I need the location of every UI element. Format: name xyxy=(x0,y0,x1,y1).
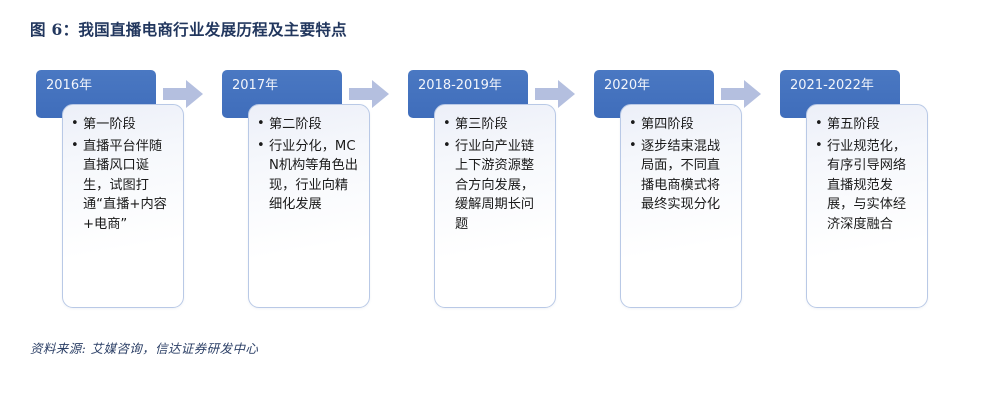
stage-3-bullet-1: 第三阶段 xyxy=(441,114,547,135)
stage-4-bullet-1: 第四阶段 xyxy=(627,114,733,135)
stage-4-bullet-list: 第四阶段 逐步结束混战局面，不同直播电商模式将最终实现分化 xyxy=(627,114,733,215)
stage-2-bullet-1: 第二阶段 xyxy=(255,114,361,135)
stage-1-year-label: 2016年 xyxy=(46,78,93,93)
timeline-stage-4: 2020年 第四阶段 逐步结束混战局面，不同直播电商模式将最终实现分化 xyxy=(588,0,778,330)
stage-3-content-card: 第三阶段 行业向产业链上下游资源整合方向发展，缓解周期长问题 xyxy=(434,104,556,308)
stage-2-year-label: 2017年 xyxy=(232,78,279,93)
stage-5-bullet-2: 行业规范化，有序引导网络直播规范发展，与实体经济深度融合 xyxy=(813,136,919,235)
stage-4-bullet-2: 逐步结束混战局面，不同直播电商模式将最终实现分化 xyxy=(627,136,733,215)
stage-1-bullet-1: 第一阶段 xyxy=(69,114,175,135)
stage-1-content-card: 第一阶段 直播平台伴随直播风口诞生，试图打通“直播+内容+电商” xyxy=(62,104,184,308)
stage-5-bullet-list: 第五阶段 行业规范化，有序引导网络直播规范发展，与实体经济深度融合 xyxy=(813,114,919,235)
stage-2-bullet-list: 第二阶段 行业分化，MCN机构等角色出现，行业向精细化发展 xyxy=(255,114,361,215)
stage-5-year-label: 2021-2022年 xyxy=(790,78,874,93)
right-arrow-icon-4 xyxy=(719,78,763,110)
stage-4-year-label: 2020年 xyxy=(604,78,651,93)
timeline-stage-2: 2017年 第二阶段 行业分化，MCN机构等角色出现，行业向精细化发展 xyxy=(216,0,406,330)
right-arrow-icon-3 xyxy=(533,78,577,110)
stage-3-bullet-list: 第三阶段 行业向产业链上下游资源整合方向发展，缓解周期长问题 xyxy=(441,114,547,235)
timeline-stage-5: 2021-2022年 第五阶段 行业规范化，有序引导网络直播规范发展，与实体经济… xyxy=(774,0,964,330)
source-note: 资料来源: 艾媒咨询，信达证券研发中心 xyxy=(30,341,259,356)
timeline-container: 2016年 第一阶段 直播平台伴随直播风口诞生，试图打通“直播+内容+电商” 2… xyxy=(0,0,1000,330)
timeline-stage-1: 2016年 第一阶段 直播平台伴随直播风口诞生，试图打通“直播+内容+电商” xyxy=(30,0,220,330)
stage-3-bullet-2: 行业向产业链上下游资源整合方向发展，缓解周期长问题 xyxy=(441,136,547,235)
stage-3-year-label: 2018-2019年 xyxy=(418,78,502,93)
stage-4-content-card: 第四阶段 逐步结束混战局面，不同直播电商模式将最终实现分化 xyxy=(620,104,742,308)
stage-2-content-card: 第二阶段 行业分化，MCN机构等角色出现，行业向精细化发展 xyxy=(248,104,370,308)
right-arrow-icon-2 xyxy=(347,78,391,110)
stage-1-bullet-2: 直播平台伴随直播风口诞生，试图打通“直播+内容+电商” xyxy=(69,136,175,235)
right-arrow-icon-1 xyxy=(161,78,205,110)
stage-1-bullet-list: 第一阶段 直播平台伴随直播风口诞生，试图打通“直播+内容+电商” xyxy=(69,114,175,235)
stage-2-bullet-2: 行业分化，MCN机构等角色出现，行业向精细化发展 xyxy=(255,136,361,215)
timeline-stage-3: 2018-2019年 第三阶段 行业向产业链上下游资源整合方向发展，缓解周期长问… xyxy=(402,0,592,330)
stage-5-content-card: 第五阶段 行业规范化，有序引导网络直播规范发展，与实体经济深度融合 xyxy=(806,104,928,308)
figure-title: 图 6：我国直播电商行业发展历程及主要特点 xyxy=(30,20,347,39)
stage-5-bullet-1: 第五阶段 xyxy=(813,114,919,135)
